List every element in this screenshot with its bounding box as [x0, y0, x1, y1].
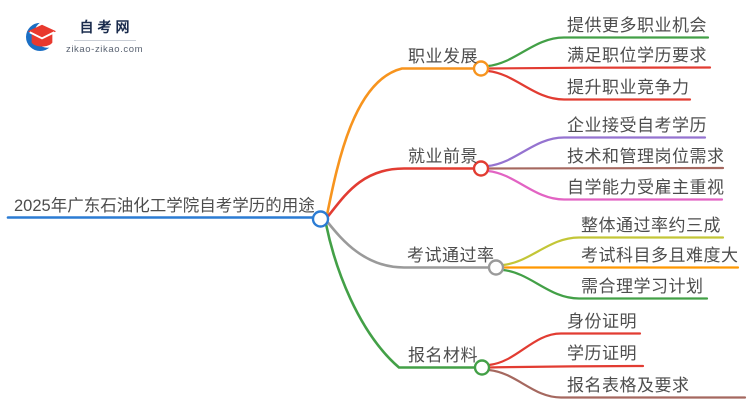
subtopic-study-plan-needed-line	[501, 268, 709, 300]
subtopic-pass-rate-thirty-percent-line	[501, 236, 725, 267]
subtopic-tech-management-demand-line	[486, 166, 725, 170]
subtopic-firms-accept-zikao-line	[486, 136, 707, 168]
subtopic-label: 报名表格及要求	[567, 376, 690, 395]
site-name: 自考网	[73, 17, 136, 41]
subtopic-meet-degree-requirements-line	[486, 66, 712, 70]
branch-exam-pass-rate-curve	[326, 220, 491, 269]
branch-label-application-materials: 报名材料	[408, 346, 478, 365]
exam-pass-rate-toggle-circle[interactable]	[487, 259, 505, 276]
site-url: zikao-zikao.com	[66, 44, 144, 55]
subtopic-label: 身份证明	[567, 312, 637, 331]
subtopic-label: 自学能力受雇主重视	[567, 178, 725, 197]
subtopic-label: 整体通过率约三成	[581, 216, 721, 235]
branch-label-employment-prospects: 就业前景	[408, 147, 478, 166]
branch-career-development-curve	[325, 67, 476, 217]
subtopic-boost-competitiveness-line	[486, 69, 692, 101]
subtopic-education-proof-line	[487, 364, 645, 369]
subtopic-label: 提升职业竞争力	[567, 78, 690, 97]
branch-application-materials-curve	[324, 222, 477, 369]
application-materials-toggle-circle[interactable]	[473, 359, 491, 376]
branch-label-exam-pass-rate: 考试通过率	[407, 246, 495, 265]
subtopic-label: 技术和管理岗位需求	[567, 147, 725, 166]
root-node-toggle-circle[interactable]	[311, 210, 330, 228]
subtopic-forms-and-requirements-line	[487, 368, 747, 399]
branch-employment-prospects-curve	[326, 167, 476, 219]
graduation-cap-logo-icon	[26, 20, 58, 52]
site-logo[interactable]: 自考网 zikao-zikao.com	[26, 17, 143, 55]
branch-label-career-development: 职业发展	[408, 47, 478, 66]
subtopic-self-study-valued-line	[486, 169, 724, 201]
subtopic-label: 考试科目多且难度大	[581, 246, 739, 265]
subtopic-more-career-opportunities-line	[486, 36, 710, 68]
subtopic-label: 需合理学习计划	[581, 277, 704, 296]
subtopic-identity-proof-line	[487, 332, 642, 367]
career-development-toggle-circle[interactable]	[472, 60, 490, 77]
subtopic-label: 提供更多职业机会	[567, 16, 707, 35]
root-topic-label: 2025年广东石油化工学院自考学历的用途	[14, 197, 315, 215]
subtopic-label: 企业接受自考学历	[567, 116, 707, 135]
subtopic-label: 学历证明	[567, 344, 637, 363]
employment-prospects-toggle-circle[interactable]	[472, 160, 490, 177]
subtopic-label: 满足职位学历要求	[567, 46, 707, 65]
